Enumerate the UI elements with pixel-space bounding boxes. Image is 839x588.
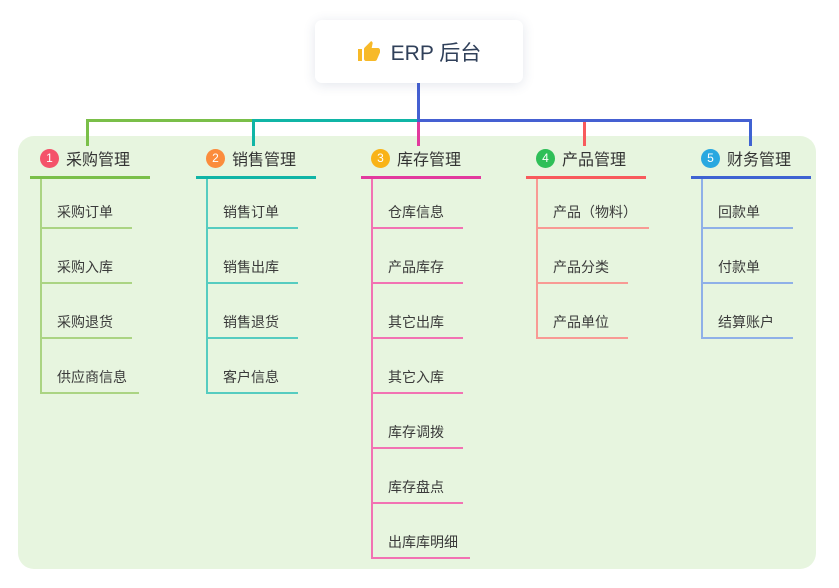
child-node[interactable]: 采购订单 [42, 179, 132, 229]
child-node-label: 付款单 [718, 259, 760, 275]
child-node-label: 产品单位 [553, 314, 609, 330]
child-node-label: 其它出库 [388, 314, 444, 330]
child-node-label: 仓库信息 [388, 204, 444, 220]
branch-inventory-title[interactable]: 3 库存管理 [361, 146, 481, 179]
branch-product: 4 产品管理 产品（物料） 产品分类 产品单位 [526, 146, 649, 339]
child-node[interactable]: 产品库存 [373, 229, 463, 284]
child-node[interactable]: 销售退货 [208, 284, 298, 339]
child-node[interactable]: 库存盘点 [373, 449, 463, 504]
child-node[interactable]: 客户信息 [208, 339, 298, 394]
child-node[interactable]: 仓库信息 [373, 179, 463, 229]
child-node-label: 产品（物料） [553, 204, 637, 220]
child-node[interactable]: 销售订单 [208, 179, 298, 229]
branch-inventory-children: 仓库信息 产品库存 其它出库 其它入库 库存调拨 库存盘点 出库库明细 [371, 179, 481, 559]
branch-sales-children: 销售订单 销售出库 销售退货 客户信息 [206, 179, 316, 394]
branch-number-badge: 1 [40, 148, 59, 168]
child-node-label: 产品分类 [553, 259, 609, 275]
child-node[interactable]: 产品分类 [538, 229, 628, 284]
branch-title-label: 销售管理 [232, 152, 297, 169]
child-node-label: 供应商信息 [57, 369, 127, 385]
connector-drop-branch3 [417, 122, 420, 146]
branch-sales-title[interactable]: 2 销售管理 [196, 146, 316, 179]
branch-number-badge: 2 [206, 148, 225, 168]
branch-finance: 5 财务管理 回款单 付款单 结算账户 [691, 146, 811, 339]
child-node[interactable]: 产品（物料） [538, 179, 649, 229]
branch-sales: 2 销售管理 销售订单 销售出库 销售退货 客户信息 [196, 146, 316, 394]
branch-purchase-children: 采购订单 采购入库 采购退货 供应商信息 [40, 179, 150, 394]
branch-number-badge: 4 [536, 148, 555, 168]
child-node-label: 库存盘点 [388, 479, 444, 495]
child-node[interactable]: 供应商信息 [42, 339, 139, 394]
child-node[interactable]: 采购退货 [42, 284, 132, 339]
branch-purchase-title[interactable]: 1 采购管理 [30, 146, 150, 179]
connector-bus-left-teal [252, 119, 419, 122]
connector-bus-left-green [86, 119, 254, 122]
child-node-label: 采购订单 [57, 204, 113, 220]
connector-root-stem [417, 83, 420, 120]
connector-drop-branch5 [749, 119, 752, 146]
child-node-label: 库存调拨 [388, 424, 444, 440]
child-node[interactable]: 其它出库 [373, 284, 463, 339]
branch-title-label: 产品管理 [562, 152, 627, 169]
connector-drop-branch4 [583, 119, 586, 146]
child-node[interactable]: 其它入库 [373, 339, 463, 394]
branch-number-badge: 3 [371, 148, 390, 168]
mindmap-background-panel [18, 136, 816, 569]
child-node[interactable]: 采购入库 [42, 229, 132, 284]
branch-title-label: 采购管理 [66, 152, 131, 169]
branch-purchase: 1 采购管理 采购订单 采购入库 采购退货 供应商信息 [30, 146, 150, 394]
child-node-label: 回款单 [718, 204, 760, 220]
branch-finance-title[interactable]: 5 财务管理 [691, 146, 811, 179]
child-node[interactable]: 出库库明细 [373, 504, 470, 559]
branch-number-badge: 5 [701, 148, 720, 168]
connector-bus-right-blue [417, 119, 752, 122]
root-node[interactable]: ERP 后台 [315, 20, 523, 83]
child-node-label: 客户信息 [223, 369, 279, 385]
branch-product-children: 产品（物料） 产品分类 产品单位 [536, 179, 649, 339]
child-node-label: 产品库存 [388, 259, 444, 275]
child-node-label: 结算账户 [718, 314, 774, 330]
branch-finance-children: 回款单 付款单 结算账户 [701, 179, 811, 339]
child-node-label: 采购退货 [57, 314, 113, 330]
child-node-label: 出库库明细 [388, 534, 458, 550]
branch-inventory: 3 库存管理 仓库信息 产品库存 其它出库 其它入库 库存调拨 库存盘点 出库库… [361, 146, 481, 559]
child-node[interactable]: 结算账户 [703, 284, 793, 339]
child-node-label: 其它入库 [388, 369, 444, 385]
child-node-label: 销售退货 [223, 314, 279, 330]
child-node[interactable]: 销售出库 [208, 229, 298, 284]
connector-drop-branch2 [252, 119, 255, 146]
connector-drop-branch1 [86, 119, 89, 146]
child-node-label: 采购入库 [57, 259, 113, 275]
child-node[interactable]: 回款单 [703, 179, 793, 229]
branch-product-title[interactable]: 4 产品管理 [526, 146, 646, 179]
child-node[interactable]: 付款单 [703, 229, 793, 284]
branch-title-label: 财务管理 [727, 152, 792, 169]
thumbs-up-icon [357, 40, 380, 61]
branch-title-label: 库存管理 [397, 152, 462, 169]
child-node-label: 销售出库 [223, 259, 279, 275]
root-node-label: ERP 后台 [390, 41, 482, 65]
child-node[interactable]: 产品单位 [538, 284, 628, 339]
child-node-label: 销售订单 [223, 204, 279, 220]
child-node[interactable]: 库存调拨 [373, 394, 463, 449]
